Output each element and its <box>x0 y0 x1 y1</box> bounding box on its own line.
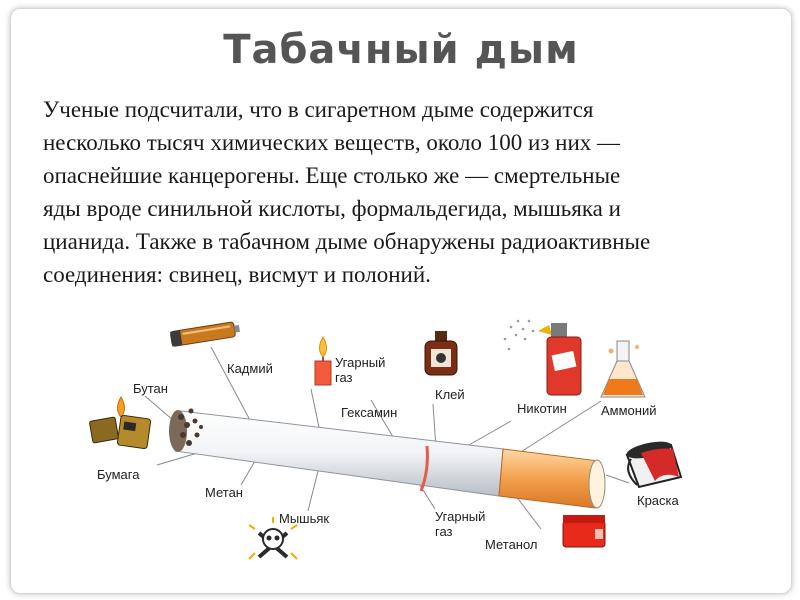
label-myshyak: Мышьяк <box>279 511 329 526</box>
red-box-icon <box>562 515 606 548</box>
label-metanol: Метанол <box>485 537 538 552</box>
battery-icon <box>170 321 240 347</box>
paint-bucket-icon <box>625 441 683 489</box>
paragraph-line-1: Ученые подсчитали, что в сигаретном дыме… <box>43 97 594 122</box>
lighter-icon <box>89 396 152 450</box>
substance-labels: Кадмий Угарный газ Клей Никотин Аммоний … <box>97 355 680 552</box>
cigarette <box>169 408 606 509</box>
label-ugarny-bottom-2: газ <box>435 524 453 539</box>
paragraph-line-6: соединения: свинец, висмут и полоний. <box>43 262 431 287</box>
slide-title: Табачный дым <box>223 27 579 73</box>
paragraph-line-2: несколько тысяч химических веществ, окол… <box>43 130 621 155</box>
candle-icon <box>314 336 332 386</box>
label-nikotin: Никотин <box>517 401 567 416</box>
paragraph-line-3: опаснейшие канцерогены. Еще столько же —… <box>43 163 621 188</box>
slide-paragraph: Ученые подсчитали, что в сигаретном дыме… <box>43 93 773 291</box>
label-ammoniy: Аммоний <box>601 403 656 418</box>
label-ugarny-bottom-1: Угарный <box>435 509 485 524</box>
ash-tip <box>178 408 203 446</box>
label-kadmiy: Кадмий <box>227 361 273 376</box>
label-ugarny-top-1: Угарный <box>335 355 385 370</box>
skull-icon <box>248 517 298 560</box>
paragraph-line-5: цианида. Также в табачном дыме обнаружен… <box>43 229 651 254</box>
spray-can-icon <box>503 319 582 396</box>
label-klei: Клей <box>435 387 465 402</box>
paragraph-line-4: яды вроде синильной кислоты, формальдеги… <box>43 196 621 221</box>
slide: Табачный дым Ученые подсчитали, что в си… <box>10 8 792 594</box>
glue-bottle-icon <box>424 331 458 376</box>
cigarette-illustration: Кадмий Угарный газ Клей Никотин Аммоний … <box>89 319 683 560</box>
flask-icon <box>600 340 646 398</box>
label-butan: Бутан <box>133 381 168 396</box>
label-ugarny-top-2: газ <box>335 370 353 385</box>
label-geksamin: Гексамин <box>341 405 397 420</box>
label-kraska: Краска <box>637 493 680 508</box>
label-bumaga: Бумага <box>97 467 140 482</box>
label-metan: Метан <box>205 485 243 500</box>
